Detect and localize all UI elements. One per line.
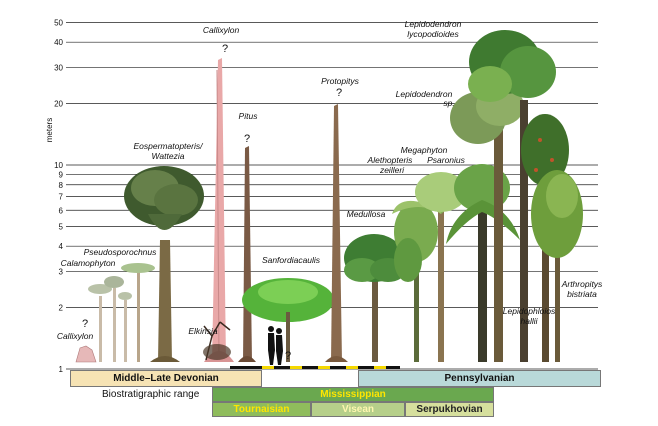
tick-label: 30: [54, 64, 63, 73]
label-lepidodendron-lyco: Lepidodendron: [405, 19, 462, 29]
label-psaronius: Psaronius: [427, 155, 466, 165]
plant-labels: Callixylon Calamophyton Pseudosporochnus…: [57, 19, 603, 341]
label-megaphyton: Megaphyton: [401, 145, 448, 155]
tick-label: 5: [59, 222, 64, 231]
elkinsia-illustration: [203, 321, 231, 361]
tick-label: 50: [54, 18, 63, 27]
label-lepidodendron-sp: Lepidodendron: [396, 89, 453, 99]
eospermatopteris-illustration: [124, 166, 204, 362]
axis-unit-label: meters: [45, 118, 54, 142]
label-lycopodioides: lycopodioides: [407, 29, 459, 39]
stage-serpukhovian: Serpukhovian: [405, 402, 494, 417]
question-mark: ?: [285, 350, 291, 362]
label-callixylon-stump: Callixylon: [57, 331, 94, 341]
tick-label: 7: [59, 193, 64, 202]
label-hallii: hallii: [520, 316, 538, 326]
lepidophloios-illustration: [521, 114, 569, 362]
tick-label: 2: [59, 304, 64, 313]
human-silhouettes: [268, 326, 283, 365]
period-mississippian: Mississippian: [212, 387, 494, 402]
question-mark: ?: [82, 318, 88, 330]
lepidodendron-lycopodioides-illustration: [468, 30, 556, 362]
question-mark: ?: [222, 43, 228, 55]
pseudosporochnus-illustration: [121, 263, 155, 362]
stage-tournaisian: Tournaisian: [212, 402, 311, 417]
tick-label: 20: [54, 100, 63, 109]
label-lepidophloios: Lepidophloios: [503, 306, 556, 316]
label-pitus: Pitus: [239, 111, 259, 121]
tick-label: 3: [59, 268, 64, 277]
label-bistriata: bistriata: [567, 289, 597, 299]
question-mark: ?: [336, 87, 342, 99]
tick-label: 1: [59, 365, 64, 374]
label-calamophyton: Calamophyton: [61, 258, 116, 268]
stage-visean: Visean: [311, 402, 405, 417]
alethopteris-illustration: [394, 202, 438, 362]
label-wattezia: Wattezia: [152, 151, 185, 161]
label-lepidodendron-sp-suffix: sp.: [443, 98, 454, 108]
tick-label: 8: [59, 181, 64, 190]
label-sanfordiacaulis: Sanfordiacaulis: [262, 255, 321, 265]
period-pennsylvanian: Pennsylvanian: [358, 370, 601, 387]
biostratigraphic-range-label: Biostratigraphic range: [102, 389, 200, 400]
callixylon-stump-illustration: [75, 345, 97, 363]
label-alethopteris: Alethopteris: [367, 155, 414, 165]
label-pseudosporochnus: Pseudosporochnus: [84, 247, 158, 257]
protopitys-illustration: [325, 104, 348, 362]
calamophyton-illustration: [88, 276, 132, 362]
label-protopitys: Protopitys: [321, 76, 360, 86]
label-elkinsia: Elkinsia: [188, 326, 218, 336]
psaronius-illustration: [446, 164, 520, 362]
sanfordiacaulis-illustration: [242, 278, 334, 362]
period-devonian: Middle–Late Devonian: [70, 370, 262, 387]
label-callixylon-tall: Callixylon: [203, 25, 240, 35]
ground-strip: [230, 366, 400, 369]
tick-label: 40: [54, 38, 63, 47]
uncertainty-marks: ? ? ? ? ?: [82, 43, 342, 362]
label-eospermatopteris: Eospermatopteris/: [134, 141, 205, 151]
question-mark: ?: [244, 133, 250, 145]
tick-label: 9: [59, 170, 64, 179]
label-medullosa: Medullosa: [347, 209, 386, 219]
tick-label: 4: [59, 242, 64, 251]
arthropitys-illustration: [531, 170, 583, 362]
label-arthropitys: Arthropitys: [561, 279, 603, 289]
tick-label: 6: [59, 206, 64, 215]
label-alethopteris-species: zeilleri: [379, 165, 405, 175]
pitus-illustration: [238, 146, 256, 362]
tick-label: 10: [54, 161, 63, 170]
